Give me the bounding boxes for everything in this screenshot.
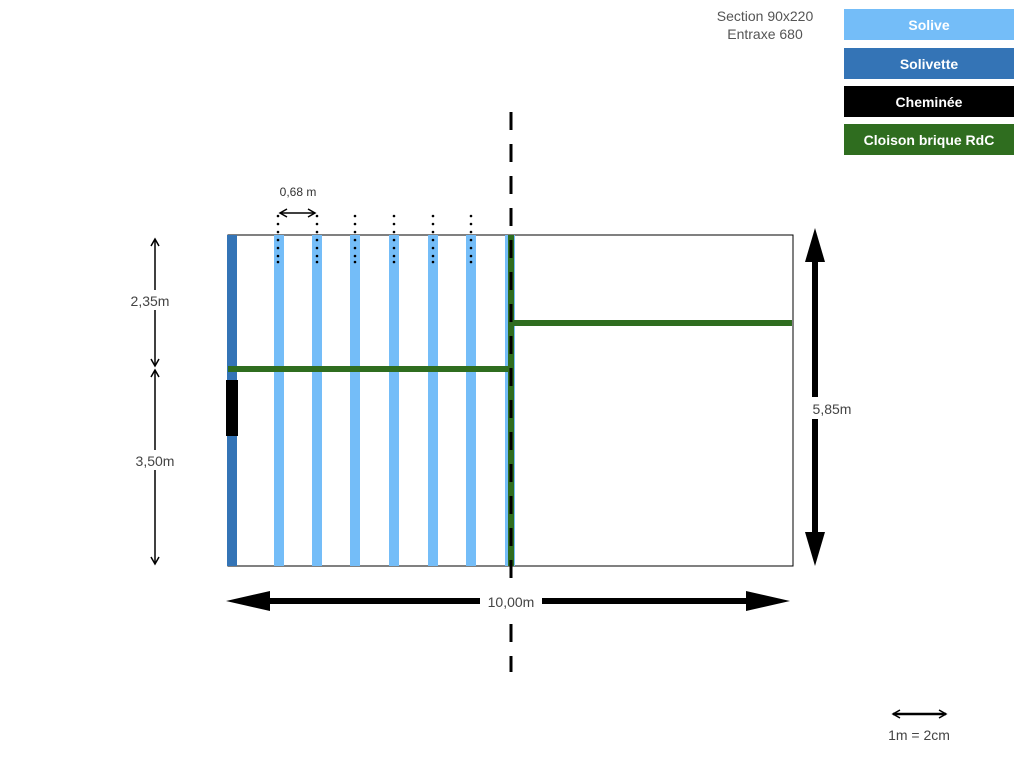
joist-3 [350,235,360,566]
legend-solivette: Solivette [844,48,1014,79]
joist-dot-markers [276,214,473,264]
legend-cheminee: Cheminée [844,86,1014,117]
spacing-label: Entraxe 680 [727,26,803,42]
upper-height-label: 2,35m [131,293,170,309]
total-height-label: 5,85m [813,401,852,417]
lower-height-label: 3,50m [136,453,175,469]
joist-5 [428,235,438,566]
joist-4 [389,235,399,566]
spacing-dimension-label: 0,68 m [280,185,317,199]
chimney [226,380,238,436]
legend-cloison-brique: Cloison brique RdC [844,124,1014,155]
total-width-label: 10,00m [488,594,535,610]
partition-left-horizontal [228,366,512,372]
legend-solive: Solive [844,9,1014,40]
partition-right-horizontal [512,320,792,326]
total-height-arrow-bottom [805,532,825,566]
total-width-arrow-left [226,591,270,611]
section-label: Section 90x220 [716,8,814,24]
joist-1 [274,235,284,566]
total-height-arrow-top [805,228,825,262]
joist-6 [466,235,476,566]
total-width-arrow-right [746,591,790,611]
scale-label: 1m = 2cm [888,727,950,743]
joist-2 [312,235,322,566]
